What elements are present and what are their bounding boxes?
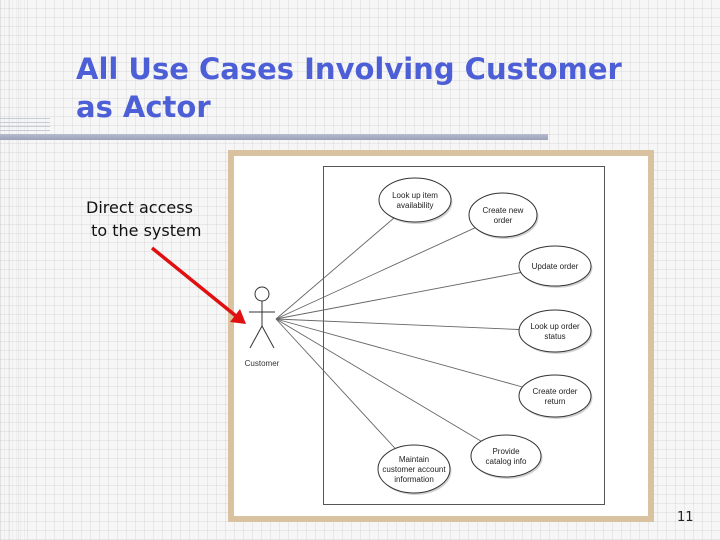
title-line-1: All Use Cases Involving Customer [76,52,622,86]
actor-head [254,286,270,302]
use-case-label: Update order [532,262,579,271]
use-case-label: Provide [492,447,520,456]
use-case-label: return [545,397,566,406]
association-line [275,217,395,320]
actor-customer [249,286,275,349]
association-line [275,318,482,442]
title-rule [0,134,548,140]
callout-arrow [150,246,246,324]
use-case-ellipse [518,245,592,287]
use-case-label: Create order [533,387,578,396]
use-case-ellipse [468,192,538,238]
use-case-ellipse [518,309,592,353]
association-line [275,318,520,330]
title-rule-stripes [0,118,50,132]
association-line [275,227,476,320]
use-case-label: customer account [382,465,446,474]
association-lines [275,217,523,449]
use-case-label: information [394,475,434,484]
use-case-update-order: Update order [518,245,593,288]
use-case-label: catalog info [486,457,527,466]
use-case-label: order [494,216,513,225]
use-case-ellipse [377,444,451,494]
actor-left-leg [249,325,263,349]
system-boundary [323,166,605,505]
use-case-label: Create new [483,206,524,215]
page-number: 11 [677,510,694,525]
use-case-label: status [544,332,565,341]
use-case-label: availability [397,201,434,210]
actor-label: Customer [245,359,280,368]
side-band [0,0,26,540]
actor-right-leg [261,325,275,349]
slide-title: All Use Cases Involving Customer as Acto… [76,50,696,126]
callout-text: Direct access to the system [86,196,201,242]
title-line-2: as Actor [76,90,211,124]
association-line [275,318,523,388]
callout-line-2: to the system [86,221,202,240]
use-case-ellipse [518,374,592,418]
association-line [275,272,521,320]
use-case-ellipse [470,434,542,478]
use-case-label: Look up order [530,322,580,331]
use-case-label: Maintain [399,455,429,464]
callout-line-1: Direct access [86,198,193,217]
use-case-ellipse [378,177,452,223]
association-line [275,318,396,449]
use-case-label: Look up item [392,191,438,200]
